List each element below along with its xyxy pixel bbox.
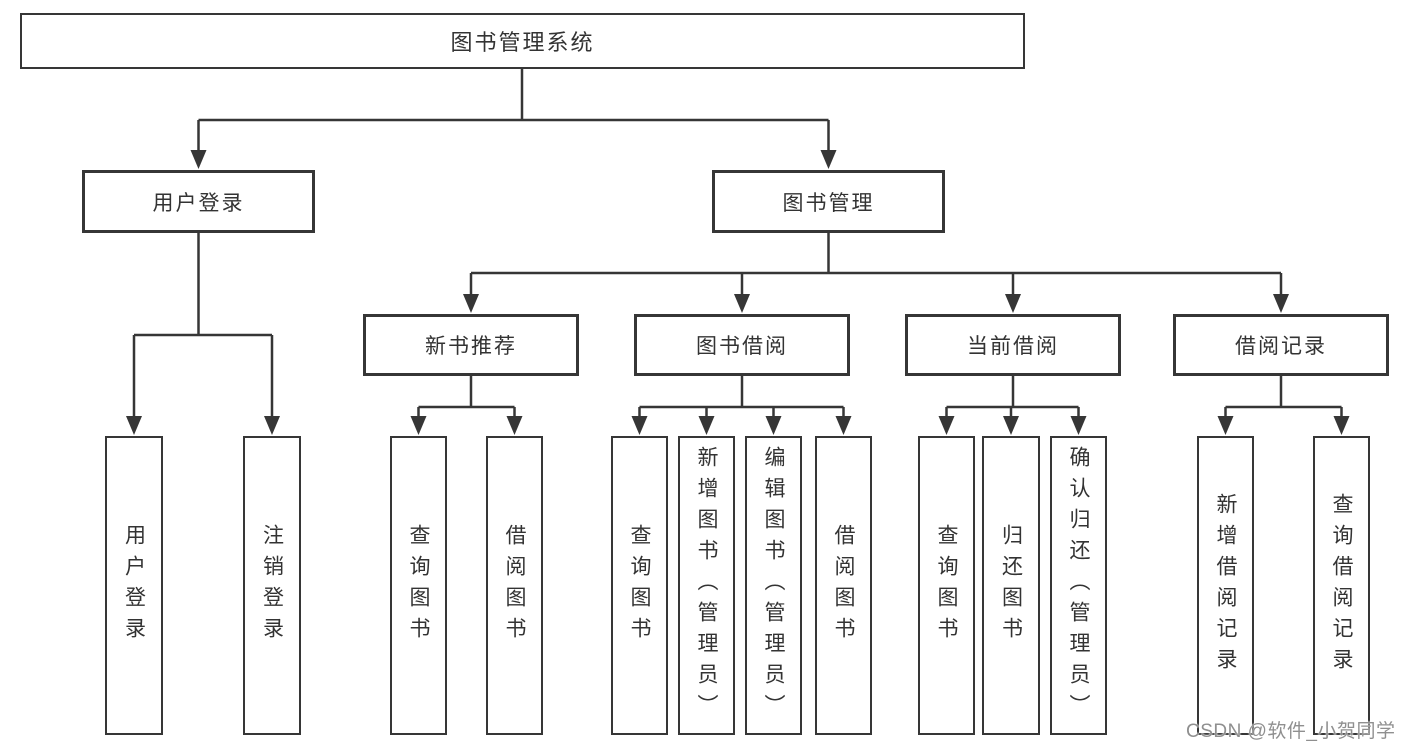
leaf-edit-book-admin: 编辑图书（管理员） xyxy=(745,436,802,735)
leaf-label: 注销登录 xyxy=(260,523,284,648)
leaf-label: 查询借阅记录 xyxy=(1330,492,1354,679)
leaf-label: 查询图书 xyxy=(407,523,431,648)
leaf-label: 用户登录 xyxy=(122,523,146,648)
node-new-book-recommend: 新书推荐 xyxy=(363,314,579,376)
leaf-label: 新增借阅记录 xyxy=(1214,492,1238,679)
leaf-label: 查询图书 xyxy=(935,523,959,648)
leaf-add-borrow-record: 新增借阅记录 xyxy=(1197,436,1254,735)
leaf-return-book: 归还图书 xyxy=(982,436,1040,735)
leaf-confirm-return-admin: 确认归还（管理员） xyxy=(1050,436,1107,735)
leaf-label: 归还图书 xyxy=(999,523,1023,648)
leaf-label: 新增图书（管理员） xyxy=(695,446,719,725)
node-book-management: 图书管理 xyxy=(712,170,945,233)
node-borrow-records: 借阅记录 xyxy=(1173,314,1389,376)
node-current-borrowing: 当前借阅 xyxy=(905,314,1121,376)
leaf-user-login: 用户登录 xyxy=(105,436,163,735)
leaf-query-books-recommend: 查询图书 xyxy=(390,436,447,735)
node-library-management-system: 图书管理系统 xyxy=(20,13,1025,69)
leaf-label: 编辑图书（管理员） xyxy=(762,446,786,725)
leaf-label: 确认归还（管理员） xyxy=(1067,446,1091,725)
leaf-borrow-books: 借阅图书 xyxy=(815,436,872,735)
leaf-query-books-borrowing: 查询图书 xyxy=(611,436,668,735)
csdn-watermark: CSDN @软件_小贺同学 xyxy=(1186,721,1396,742)
leaf-query-borrow-record: 查询借阅记录 xyxy=(1313,436,1370,735)
node-user-login: 用户登录 xyxy=(82,170,315,233)
leaf-query-books-current: 查询图书 xyxy=(918,436,975,735)
node-book-borrowing: 图书借阅 xyxy=(634,314,850,376)
leaf-label: 查询图书 xyxy=(628,523,652,648)
leaf-logout: 注销登录 xyxy=(243,436,301,735)
leaf-label: 借阅图书 xyxy=(503,523,527,648)
leaf-borrow-books-recommend: 借阅图书 xyxy=(486,436,543,735)
leaf-add-book-admin: 新增图书（管理员） xyxy=(678,436,735,735)
leaf-label: 借阅图书 xyxy=(832,523,856,648)
